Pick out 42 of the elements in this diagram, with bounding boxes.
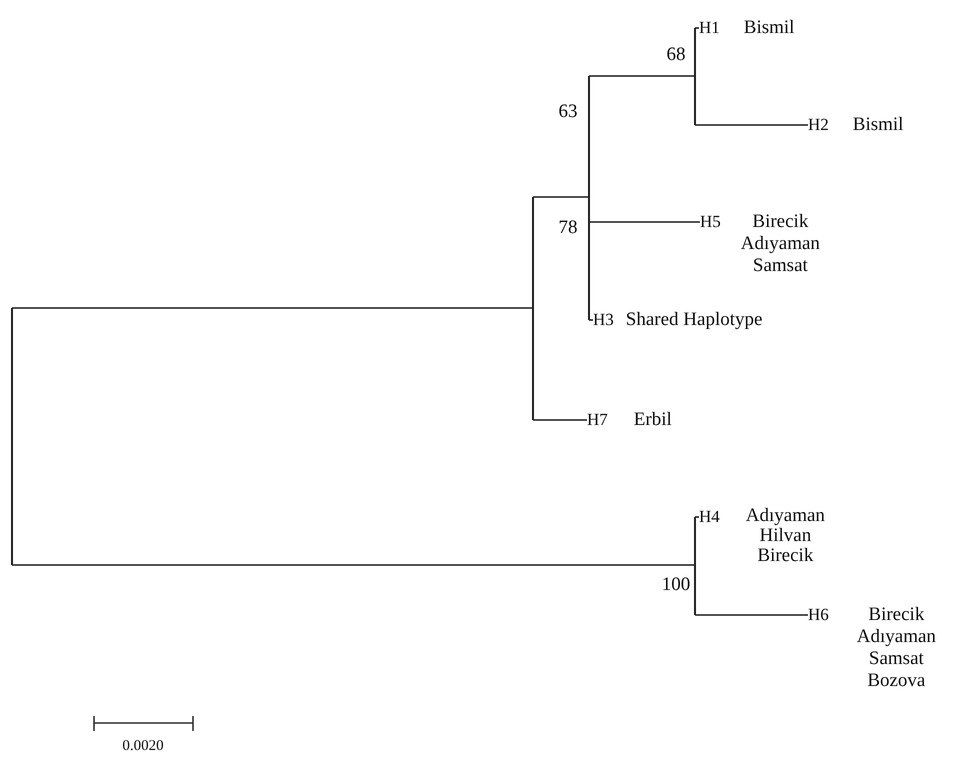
haplotype-label: H3 bbox=[593, 309, 614, 331]
location-label: Birecik bbox=[752, 211, 808, 233]
haplotype-label: H7 bbox=[587, 409, 608, 431]
scale-label: 0.0020 bbox=[122, 737, 164, 755]
location-label: Erbil bbox=[634, 409, 672, 431]
location-label: Bozova bbox=[867, 670, 926, 692]
bootstrap-value: 78 bbox=[558, 217, 578, 239]
branch-line bbox=[695, 614, 808, 616]
branch-line bbox=[695, 27, 699, 29]
branch-line bbox=[589, 319, 593, 321]
haplotype-label: H6 bbox=[808, 604, 829, 626]
location-label: Hilvan bbox=[760, 526, 812, 546]
branch-line bbox=[12, 307, 533, 309]
location-label: Bismil bbox=[852, 114, 904, 136]
haplotype-label: H5 bbox=[700, 211, 721, 233]
location-label: Birecik bbox=[757, 546, 814, 566]
location-label: Adıyaman bbox=[740, 233, 820, 255]
branch-line bbox=[695, 516, 699, 518]
haplotype-label: H1 bbox=[699, 17, 720, 39]
branch-line bbox=[589, 221, 700, 223]
location-label: Samsat bbox=[868, 648, 924, 670]
bootstrap-value: 100 bbox=[662, 574, 690, 596]
location-label: Samsat bbox=[752, 255, 808, 277]
location-label: Adıyaman bbox=[746, 506, 825, 526]
location-label: Birecik bbox=[868, 604, 924, 626]
haplotype-label: H2 bbox=[808, 114, 829, 136]
branch-line bbox=[533, 419, 587, 421]
branch-line bbox=[533, 196, 589, 198]
location-label: Shared Haplotype bbox=[626, 309, 762, 331]
bootstrap-value: 63 bbox=[558, 101, 578, 123]
branch-line bbox=[589, 75, 695, 77]
location-label: Adıyaman bbox=[856, 626, 936, 648]
haplotype-label: H4 bbox=[699, 506, 720, 528]
bootstrap-value: 68 bbox=[666, 44, 686, 66]
branch-line bbox=[12, 564, 695, 566]
branch-line bbox=[695, 124, 808, 126]
branch-line bbox=[588, 76, 590, 320]
branch-line bbox=[694, 517, 696, 615]
branch-line bbox=[694, 28, 696, 125]
branch-line bbox=[532, 197, 534, 420]
location-label: Bismil bbox=[744, 17, 794, 39]
branch-line bbox=[11, 308, 13, 565]
